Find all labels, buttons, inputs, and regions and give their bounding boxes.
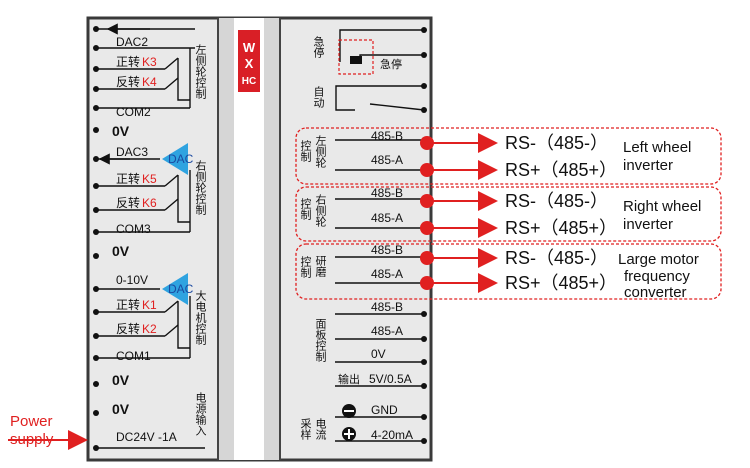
target-motor-3: converter xyxy=(624,284,687,301)
target-left-wheel-2: inverter xyxy=(623,157,673,174)
rs-minus-2: RS-（485-） xyxy=(505,191,608,211)
label-forward-3: 正转 xyxy=(116,297,140,312)
label-current: 电流 xyxy=(314,418,327,440)
left-terminal-wires xyxy=(96,28,205,449)
label-left-wheel-ctrl: 左侧轮控制 xyxy=(194,44,207,99)
rs-plus-1: RS+（485+） xyxy=(505,160,617,180)
gnd-icon xyxy=(342,404,356,418)
label-485a-4: 485-A xyxy=(371,324,403,338)
label-0v-right: 0V xyxy=(371,347,386,361)
label-dac-b: DAC xyxy=(168,282,194,296)
label-com3: COM3 xyxy=(116,222,151,236)
label-485b-4: 485-B xyxy=(371,300,403,314)
label-sampling: 采样 xyxy=(299,418,312,440)
estop-highlight xyxy=(338,39,374,75)
label-control-2: 控制 xyxy=(299,197,312,220)
svg-text:W: W xyxy=(243,40,256,55)
label-right-wheel-ctrl: 右侧轮控制 xyxy=(194,159,207,215)
label-forward-1: 正转 xyxy=(116,54,140,69)
label-reverse-3: 反转 xyxy=(116,321,140,336)
label-0v-3: 0V xyxy=(112,372,130,388)
target-motor-1: Large motor xyxy=(618,251,699,268)
rs485-red-dots xyxy=(420,136,434,290)
rs-minus-1: RS-（485-） xyxy=(505,133,608,153)
label-com1: COM1 xyxy=(116,349,151,363)
label-485a-3: 485-A xyxy=(371,267,403,281)
label-left-wheel-v: 左侧轮 xyxy=(314,135,327,168)
label-dac3: DAC3 xyxy=(116,145,148,159)
label-power-input: 电源输入 xyxy=(194,392,207,436)
label-dc24v: DC24V -1A xyxy=(116,430,177,444)
label-k1: K1 xyxy=(142,298,157,312)
label-4-20ma: 4-20mA xyxy=(371,428,413,442)
svg-text:HC: HC xyxy=(242,76,256,87)
power-label-2: supply xyxy=(10,431,54,448)
label-485b-1: 485-B xyxy=(371,129,403,143)
power-label-1: Power xyxy=(10,413,53,430)
label-reverse-2: 反转 xyxy=(116,195,140,210)
label-control-1: 控制 xyxy=(299,139,312,162)
rs-plus-2: RS+（485+） xyxy=(505,218,617,238)
estop-button-icon xyxy=(350,56,362,64)
label-panel-ctrl: 面板控制 xyxy=(314,318,327,362)
label-485b-2: 485-B xyxy=(371,186,403,200)
label-k3: K3 xyxy=(142,55,157,69)
label-large-motor-ctrl: 大电机控制 xyxy=(194,289,207,345)
label-5v: 5V/0.5A xyxy=(369,372,412,386)
target-left-wheel-1: Left wheel xyxy=(623,139,691,156)
label-dac-a: DAC xyxy=(168,152,194,166)
left-terminal-dots xyxy=(93,26,99,451)
label-k4: K4 xyxy=(142,75,157,89)
label-k5: K5 xyxy=(142,172,157,186)
dac-blocks xyxy=(162,143,188,305)
label-right-wheel-v: 右侧轮 xyxy=(314,193,327,227)
right-terminal-dots xyxy=(421,27,427,444)
label-0v-1: 0V xyxy=(112,123,130,139)
plus-icon xyxy=(342,427,356,441)
label-output: 输出 xyxy=(338,372,360,386)
rs485-group-frames xyxy=(295,127,722,300)
label-k2: K2 xyxy=(142,322,157,336)
label-auto: 自动 xyxy=(312,86,325,108)
label-0-10v: 0-10V xyxy=(116,273,148,287)
target-motor-2: frequency xyxy=(624,268,690,285)
brand-logo: W X HC xyxy=(238,30,260,92)
label-485a-2: 485-A xyxy=(371,211,403,225)
label-grinding-v: 研磨 xyxy=(314,255,327,278)
rs-plus-3: RS+（485+） xyxy=(505,273,617,293)
label-estop-h: 急停 xyxy=(380,57,402,71)
label-k6: K6 xyxy=(142,196,157,210)
label-control-3: 控制 xyxy=(299,255,312,278)
label-estop-v: 急停 xyxy=(312,35,325,59)
svg-text:X: X xyxy=(245,56,254,71)
target-right-wheel-1: Right wheel xyxy=(623,198,701,215)
target-right-wheel-2: inverter xyxy=(623,216,673,233)
rs485-arrows xyxy=(427,133,498,293)
label-485a-1: 485-A xyxy=(371,153,403,167)
label-forward-2: 正转 xyxy=(116,171,140,186)
label-0v-2: 0V xyxy=(112,243,130,259)
rs-minus-3: RS-（485-） xyxy=(505,248,608,268)
label-com2: COM2 xyxy=(116,105,151,119)
label-485b-3: 485-B xyxy=(371,243,403,257)
label-gnd: GND xyxy=(371,403,398,417)
label-0v-4: 0V xyxy=(112,401,130,417)
label-reverse-1: 反转 xyxy=(116,74,140,89)
label-dac2: DAC2 xyxy=(116,35,148,49)
